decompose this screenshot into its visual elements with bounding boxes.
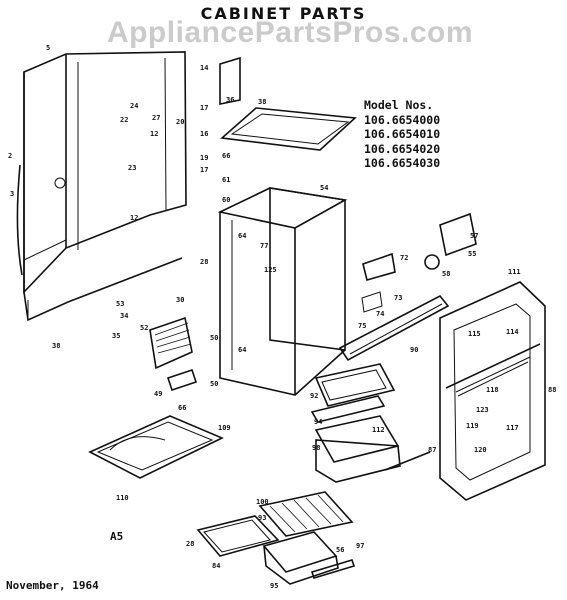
callout-60: 60 [222, 196, 230, 204]
callout-labels: 5 2 3 24 22 27 12 23 12 14 17 20 16 19 1… [8, 44, 556, 590]
callout-88: 88 [548, 386, 556, 394]
callout-28: 28 [186, 540, 194, 548]
model-number: 106.6654010 [364, 127, 441, 141]
shelf-92 [310, 363, 396, 423]
wire-shelf-100 [258, 491, 354, 537]
callout-64: 64 [238, 346, 246, 354]
callout-117: 117 [506, 424, 519, 432]
watermark: AppliancePartsPros.com [106, 16, 474, 49]
callout-30: 30 [176, 296, 184, 304]
strip-97 [310, 559, 356, 579]
callout-66: 66 [222, 152, 230, 160]
callout-22: 22 [120, 116, 128, 124]
callout-125: 125 [264, 266, 277, 274]
section-code: A5 [110, 530, 124, 543]
callout-114: 114 [506, 328, 519, 336]
callout-53: 53 [116, 300, 124, 308]
model-number: 106.6654030 [364, 156, 441, 170]
callout-14: 14 [200, 64, 208, 72]
control-housing-72 [362, 252, 396, 281]
callout-12: 12 [150, 130, 158, 138]
callout-77: 77 [260, 242, 268, 250]
callout-12: 12 [130, 214, 138, 222]
callout-64: 64 [238, 232, 246, 240]
callout-72: 72 [400, 254, 408, 262]
callout-110: 110 [116, 494, 129, 502]
callout-50: 50 [210, 334, 218, 342]
bracket-66 [166, 368, 198, 392]
callout-92: 92 [310, 392, 318, 400]
bracket-55 [439, 212, 477, 257]
model-number: 106.6654020 [364, 141, 441, 156]
callout-23: 23 [128, 164, 136, 172]
callout-61: 61 [222, 176, 230, 184]
vent-grille-52 [149, 316, 193, 370]
model-number: 106.6654000 [364, 112, 441, 127]
callout-118: 118 [486, 386, 499, 394]
pan-93 [196, 515, 280, 557]
callout-50: 50 [210, 380, 218, 388]
callout-58: 58 [442, 270, 450, 278]
callout-57: 57 [470, 232, 478, 240]
publication-date: November, 1964 [6, 579, 99, 592]
callout-38: 38 [52, 342, 60, 350]
callout-123: 123 [476, 406, 489, 414]
callout-52: 52 [140, 324, 148, 332]
door-assembly [439, 281, 546, 501]
callout-49: 49 [154, 390, 162, 398]
callout-5: 5 [46, 44, 50, 52]
callout-75: 75 [358, 322, 366, 330]
callout-24: 24 [130, 102, 138, 110]
cover-plate-36 [219, 56, 241, 105]
callout-98: 98 [312, 444, 320, 452]
callout-97: 97 [356, 542, 364, 550]
pan-95 [262, 531, 339, 585]
callout-94: 94 [314, 418, 322, 426]
callout-73: 73 [394, 294, 402, 302]
callout-19: 19 [200, 154, 208, 162]
callout-16: 16 [200, 130, 208, 138]
callout-17: 17 [200, 166, 208, 174]
callout-28: 28 [200, 258, 208, 266]
cabinet-shell [16, 51, 187, 322]
callout-56: 56 [336, 546, 344, 554]
callout-27: 27 [152, 114, 160, 122]
callout-55: 55 [468, 250, 476, 258]
bottom-cover-109 [88, 415, 224, 479]
callout-66: 66 [178, 404, 186, 412]
callout-111: 111 [508, 268, 521, 276]
grille-73 [361, 291, 383, 313]
callout-115: 115 [468, 330, 481, 338]
callout-74: 74 [376, 310, 384, 318]
diagram-title: CABINET PARTS [200, 4, 367, 23]
top-shelf-38 [220, 107, 357, 151]
callout-90: 90 [410, 346, 418, 354]
fresh-food-liner [217, 187, 348, 396]
callout-34: 34 [120, 312, 128, 320]
callout-87: 87 [428, 446, 436, 454]
crisper-98 [314, 415, 431, 483]
callout-109: 109 [218, 424, 231, 432]
callout-2: 2 [8, 152, 12, 160]
callout-3: 3 [10, 190, 14, 198]
callout-36: 36 [226, 96, 234, 104]
callout-20: 20 [176, 118, 184, 126]
callout-54: 54 [320, 184, 328, 192]
callout-120: 120 [474, 446, 487, 454]
callout-112: 112 [372, 426, 385, 434]
callout-38: 38 [258, 98, 266, 106]
callout-119: 119 [466, 422, 479, 430]
callout-84: 84 [212, 562, 220, 570]
callout-17: 17 [200, 104, 208, 112]
callout-35: 35 [112, 332, 120, 340]
model-numbers: Model Nos. 106.6654000 106.6654010 106.6… [364, 98, 440, 171]
door-trim-90 [338, 294, 450, 362]
callout-100: 100 [256, 498, 269, 506]
callout-95: 95 [270, 582, 278, 590]
knob-58 [424, 254, 440, 270]
model-header: Model Nos. [364, 98, 434, 112]
callout-93: 93 [258, 514, 266, 522]
